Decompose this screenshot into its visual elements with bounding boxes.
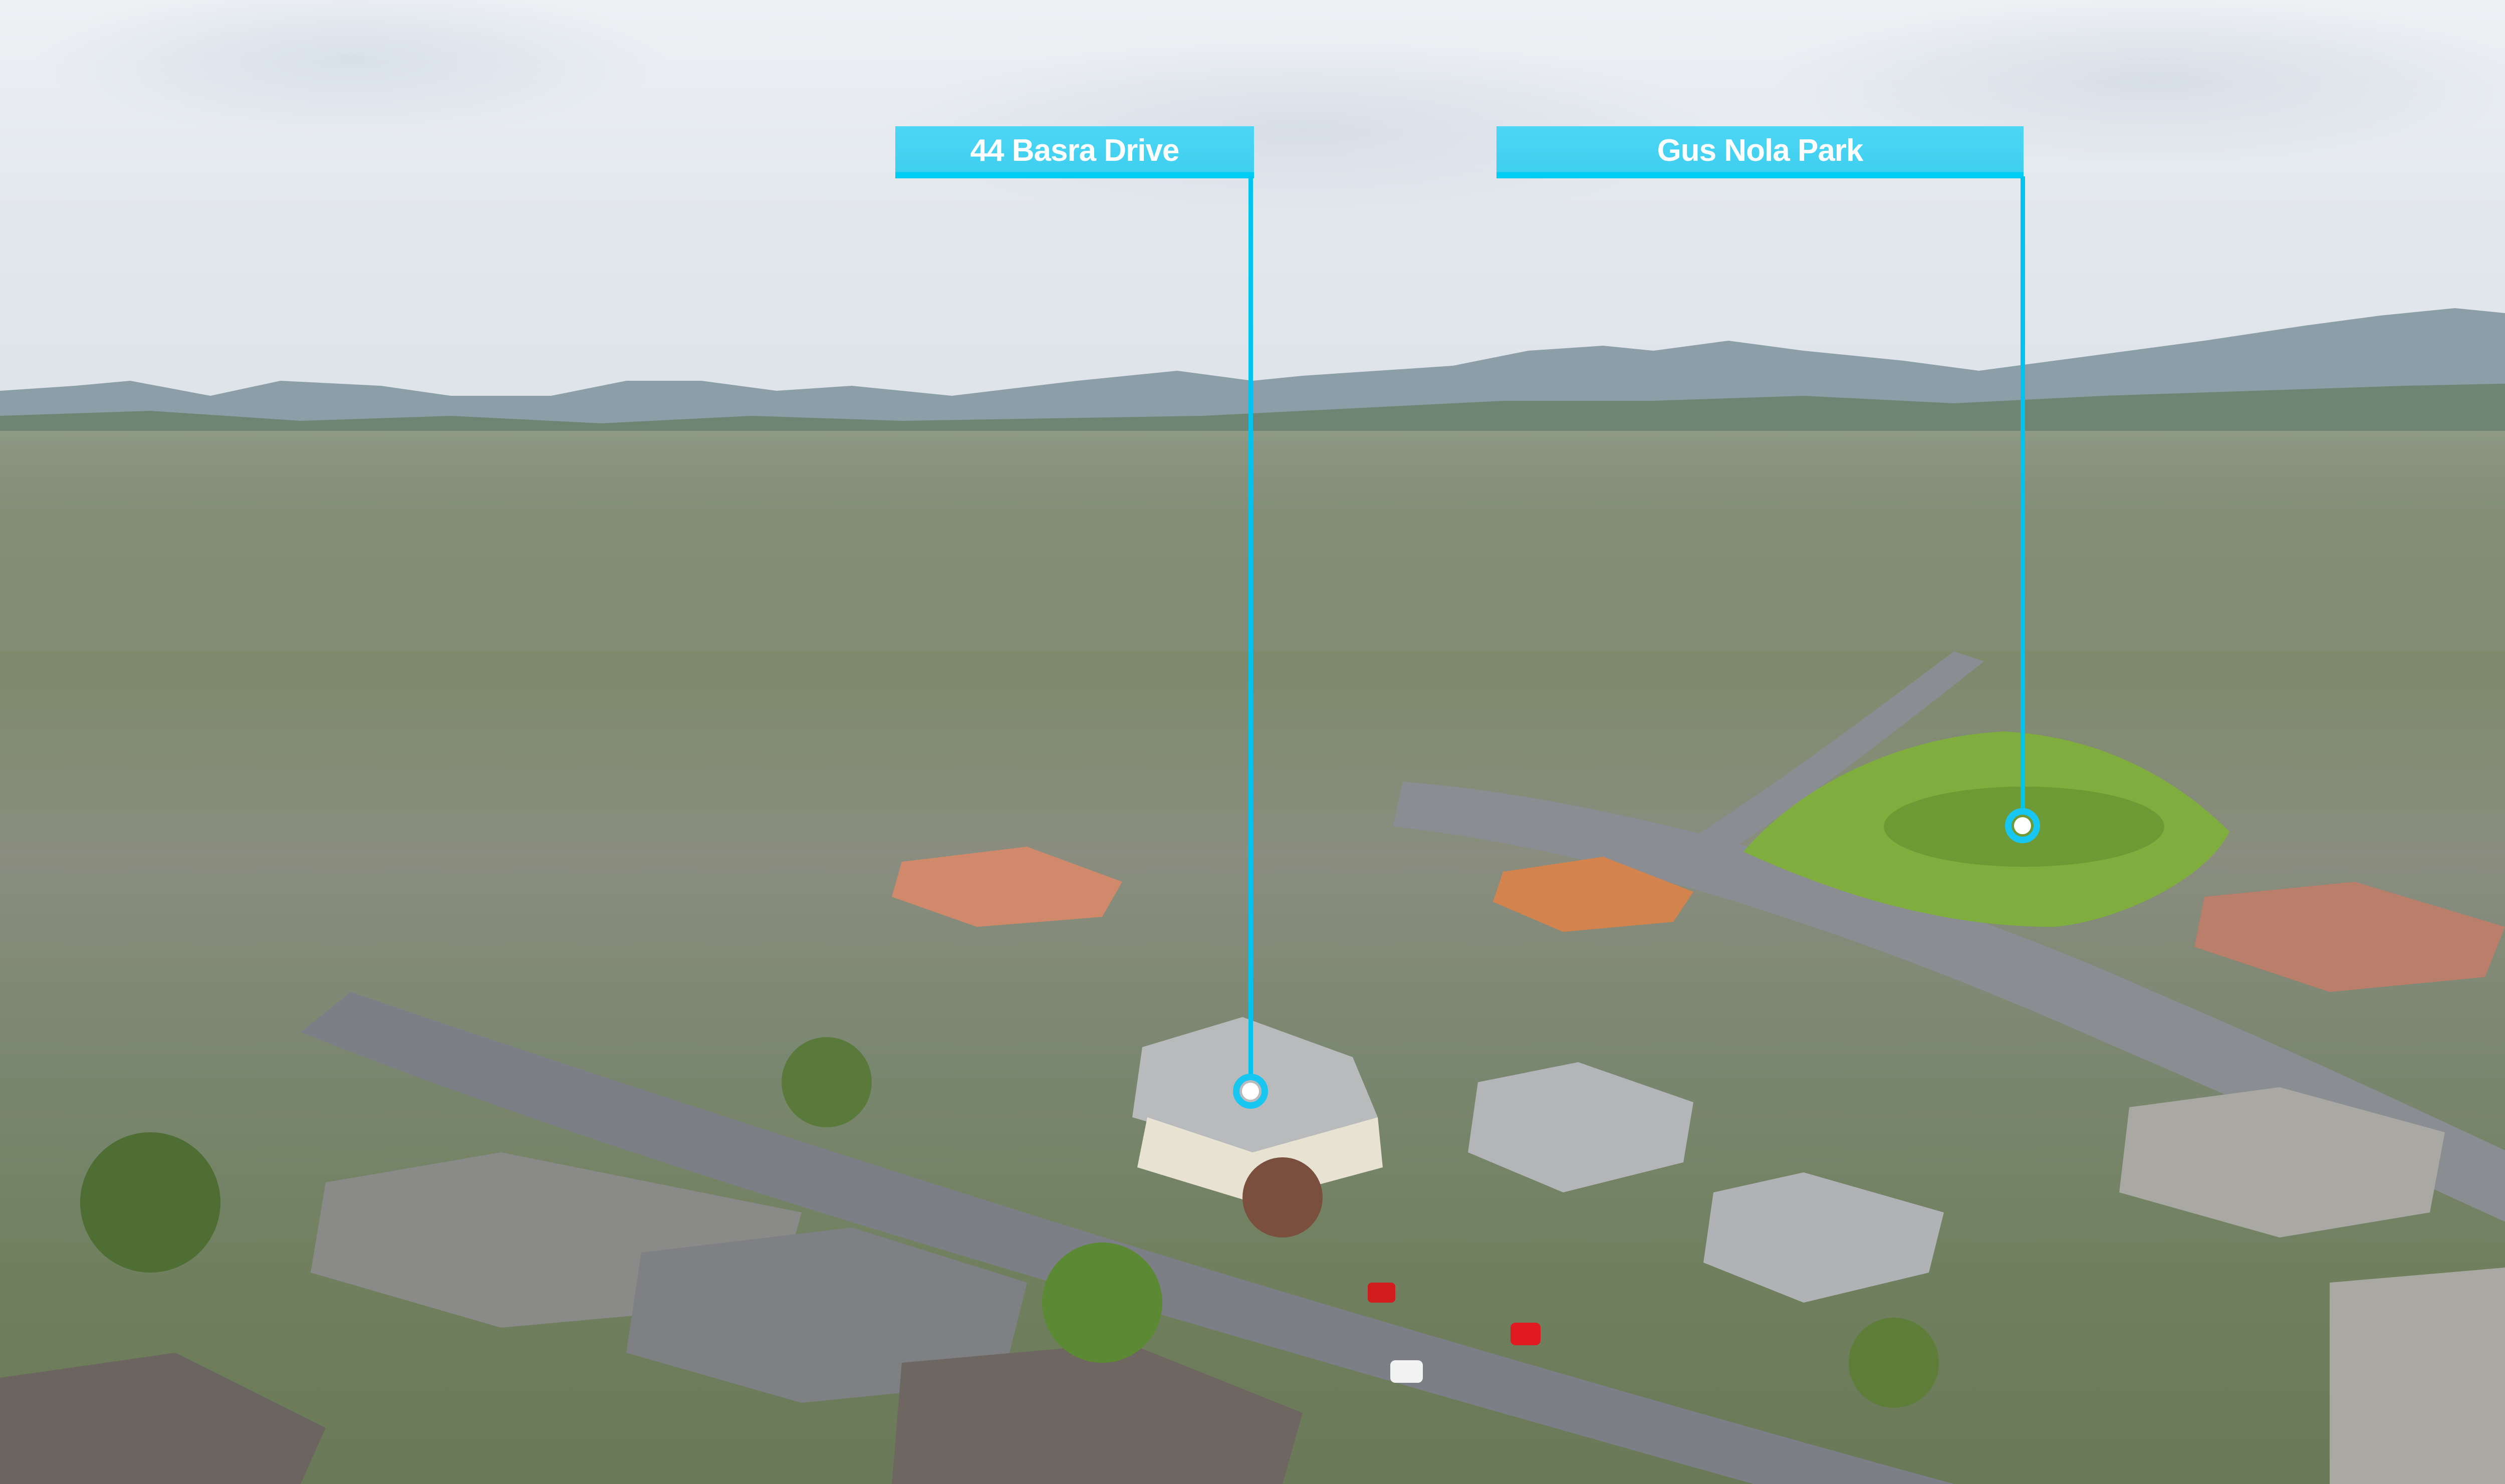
property-location-marker-icon [1233,1074,1268,1109]
park-label-text: Gus Nola Park [1657,133,1864,168]
park-leader-line [2021,176,2025,810]
property-label: 44 Basra Drive [895,126,1254,178]
park-marker-dot [2014,817,2031,834]
property-marker-dot [1242,1083,1259,1100]
park-location-marker-icon [2005,808,2040,843]
property-label-text: 44 Basra Drive [970,133,1180,168]
park-label: Gus Nola Park [1496,126,2024,178]
property-leader-line [1248,176,1253,1076]
